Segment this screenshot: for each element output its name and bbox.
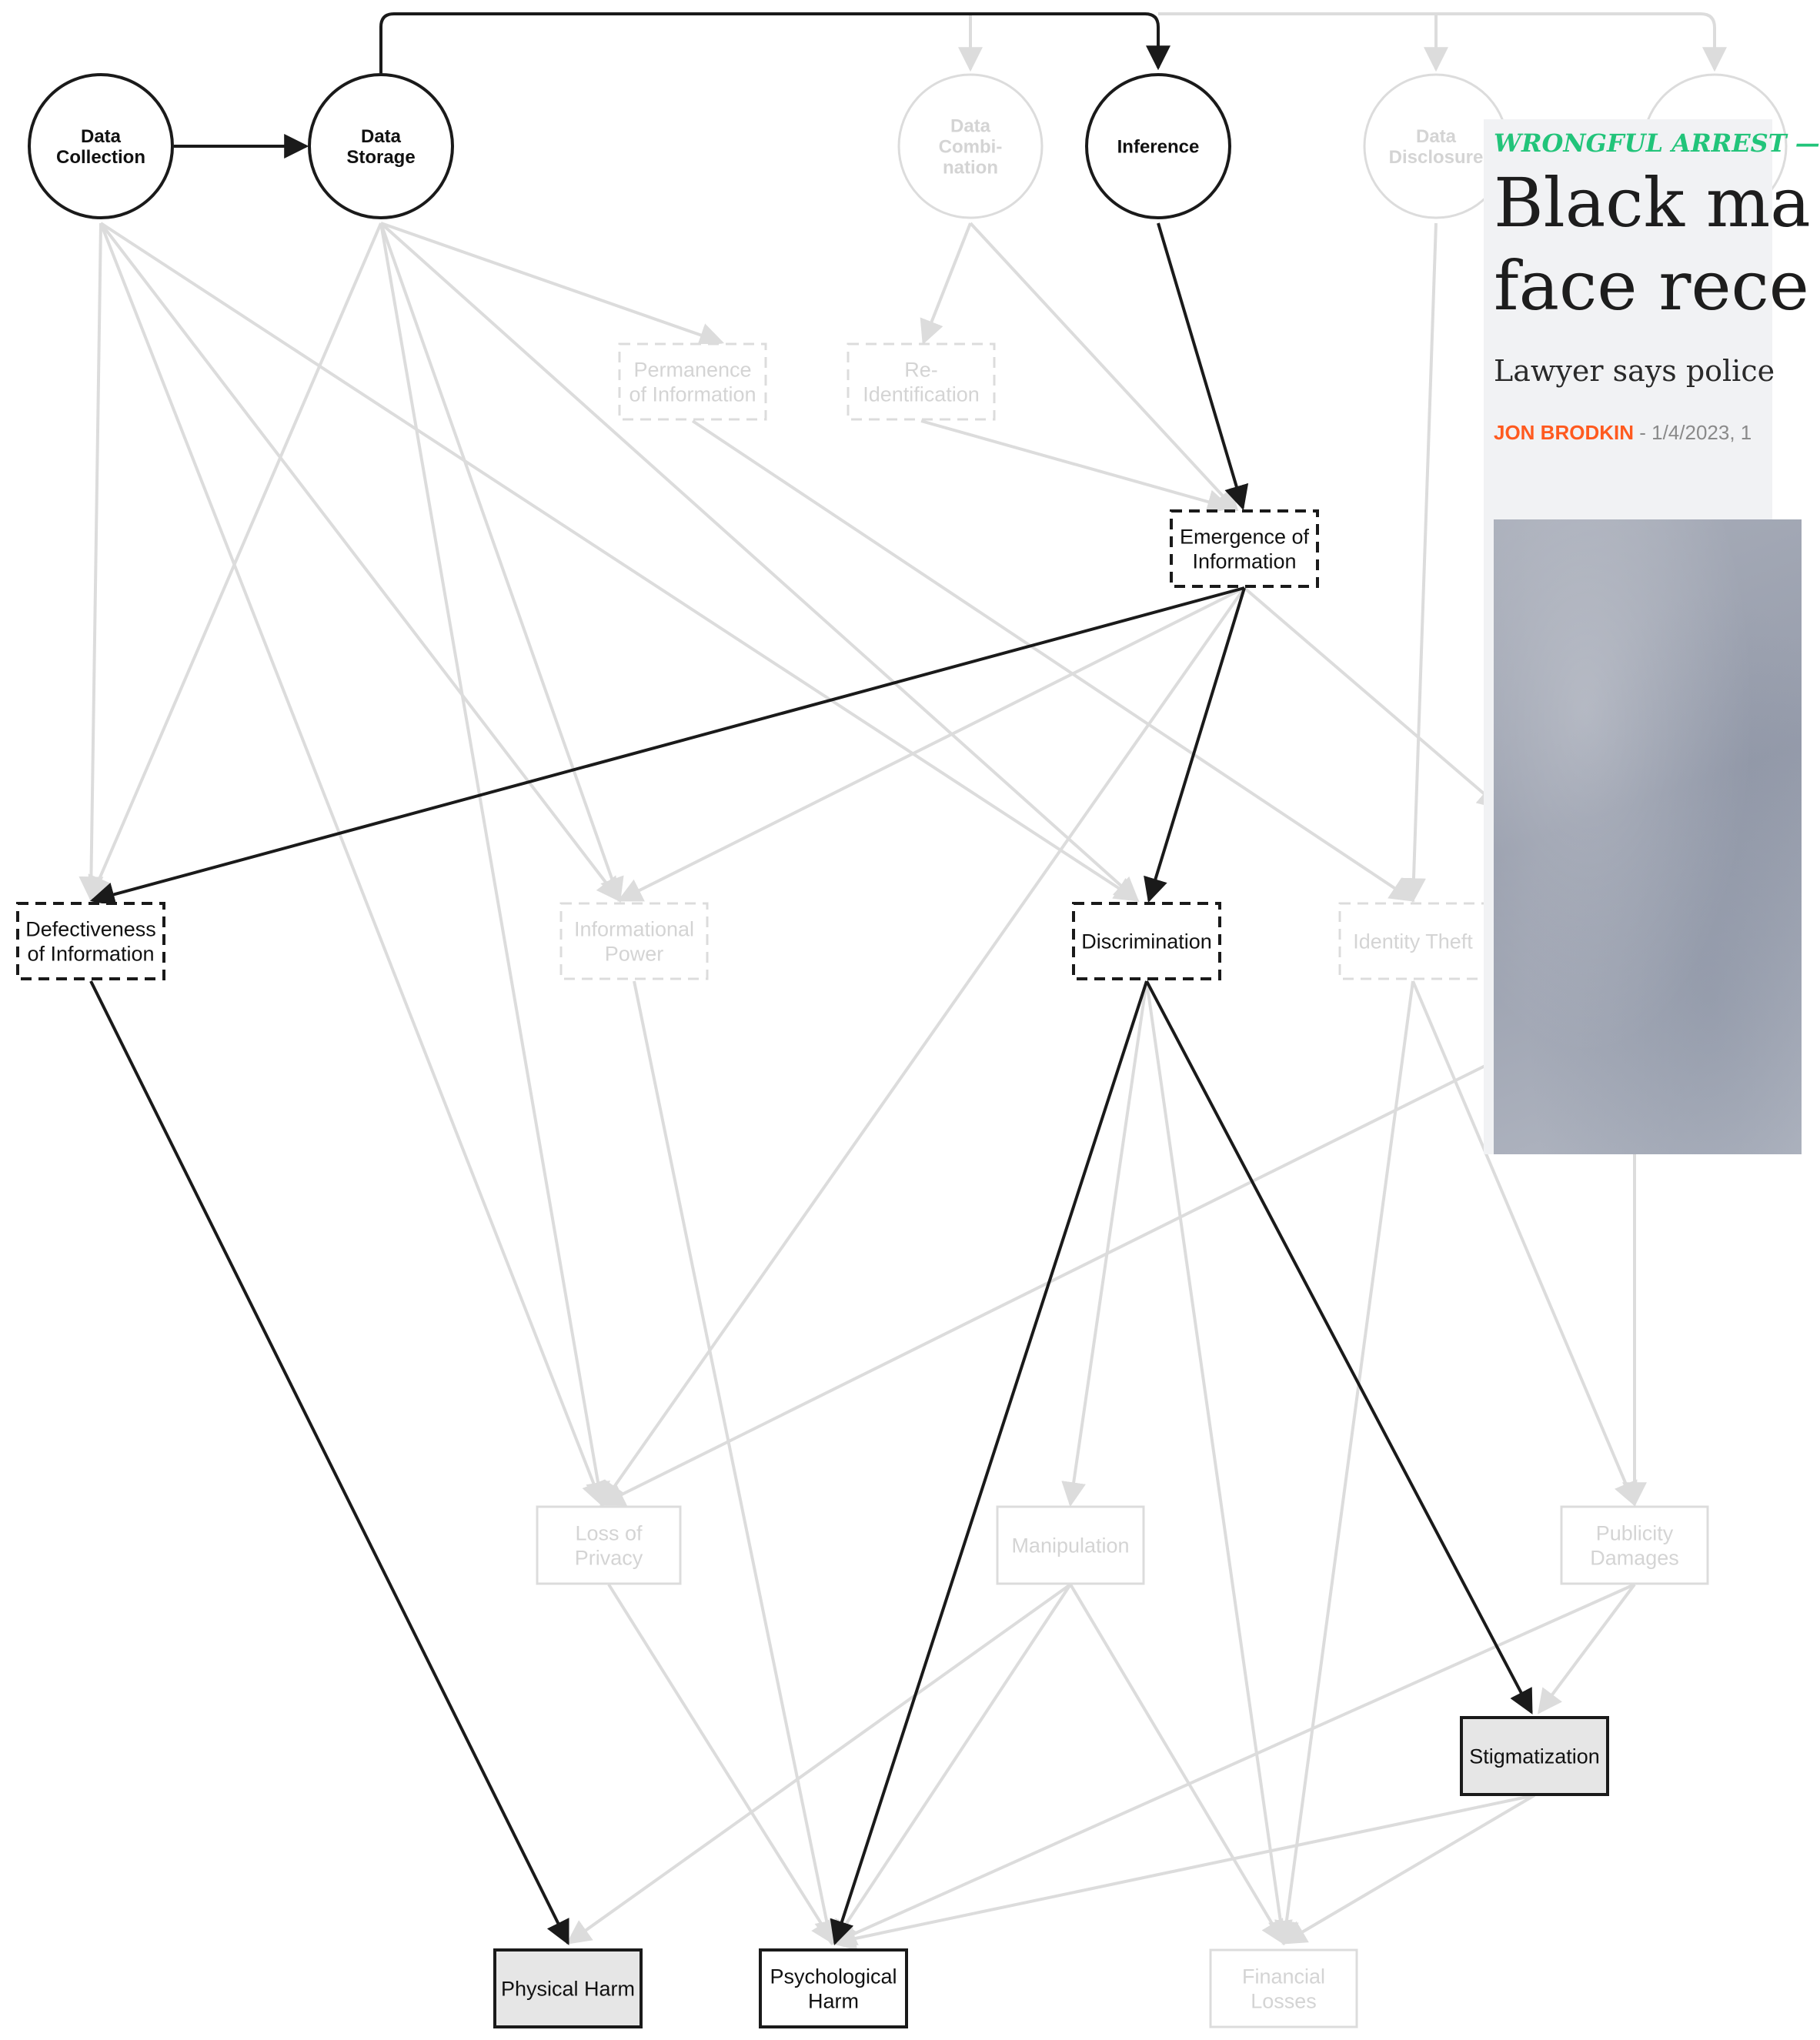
faded-edge (379, 222, 624, 903)
faded-edge (1538, 1583, 1636, 1714)
faded-edge (1061, 980, 1148, 1507)
faded-edge (78, 222, 104, 902)
inference-label: Inference (1117, 136, 1200, 157)
article-byline: JON BRODKIN - 1/4/2023, 1 (1494, 421, 1752, 445)
manipulation-node: Manipulation (996, 1505, 1145, 1585)
highlighted-edge (830, 980, 1148, 1946)
re-identification-label: Re-Identification (863, 358, 980, 406)
faded-edge (830, 1794, 1535, 1951)
news-article-overlay[interactable]: WRONGFUL ARREST — Black ma face rece Law… (1484, 119, 1820, 1154)
faded-edge (920, 222, 972, 345)
highlighted-edge (1157, 222, 1249, 511)
physical-harm-label: Physical Harm (501, 1977, 635, 2000)
faded-edge (832, 1583, 1072, 1945)
faded-edge (1281, 1794, 1536, 1945)
re-identification-node: Re-Identification (847, 342, 996, 421)
faded-edge (1243, 586, 1503, 810)
faded-edge (1069, 1583, 1285, 1945)
highlighted-edge (89, 586, 1245, 906)
faded-edge (99, 222, 606, 1507)
faded-edge (607, 1583, 835, 1945)
faded-edge (1158, 12, 1727, 72)
faded-edge (691, 419, 1415, 902)
faded-edge (1145, 980, 1293, 1946)
highlighted-edge (1144, 587, 1246, 903)
discrimination-label: Discrimination (1081, 930, 1212, 953)
faded-edge (99, 222, 1140, 902)
faded-edge (617, 586, 1245, 902)
article-author[interactable]: JON BRODKIN (1494, 421, 1635, 444)
article-headline[interactable]: Black ma face rece (1494, 163, 1811, 326)
article-subhead: Lawyer says police (1494, 354, 1775, 388)
faded-edge (969, 222, 1240, 514)
faded-edge (380, 222, 725, 347)
faded-edge (599, 1053, 1509, 1506)
faded-edge (99, 222, 621, 903)
stigmatization-node: Stigmatization (1460, 1716, 1609, 1796)
identity-theft-node: Identity Theft (1338, 902, 1488, 980)
faded-edge (600, 586, 1246, 1507)
faded-edge (1274, 980, 1414, 1946)
faded-edge (633, 980, 839, 1946)
article-kicker: WRONGFUL ARREST — (1494, 129, 1820, 158)
faded-edge (88, 222, 382, 901)
article-photo (1494, 519, 1802, 1154)
faded-edge (1411, 980, 1638, 1507)
faded-edge (566, 1583, 1072, 1945)
faded-edge (379, 222, 610, 1507)
faded-edge (831, 1583, 1635, 1945)
stigmatization-label: Stigmatization (1469, 1745, 1600, 1768)
faded-edge (1401, 222, 1438, 903)
highlighted-edge (1145, 980, 1533, 1714)
article-date: - 1/4/2023, 1 (1634, 421, 1752, 444)
faded-edges (78, 12, 1727, 1951)
faded-edge (920, 419, 1233, 514)
identity-theft-label: Identity Theft (1353, 930, 1473, 953)
highlighted-edge (89, 980, 569, 1945)
inference-node: Inference (1085, 73, 1231, 219)
highlighted-edges (89, 12, 1533, 1946)
faded-edge (379, 222, 1140, 903)
manipulation-label: Manipulation (1011, 1534, 1129, 1557)
physical-harm-node: Physical Harm (493, 1948, 643, 2028)
discrimination-node: Discrimination (1072, 902, 1221, 980)
highlighted-edge (379, 12, 1170, 73)
